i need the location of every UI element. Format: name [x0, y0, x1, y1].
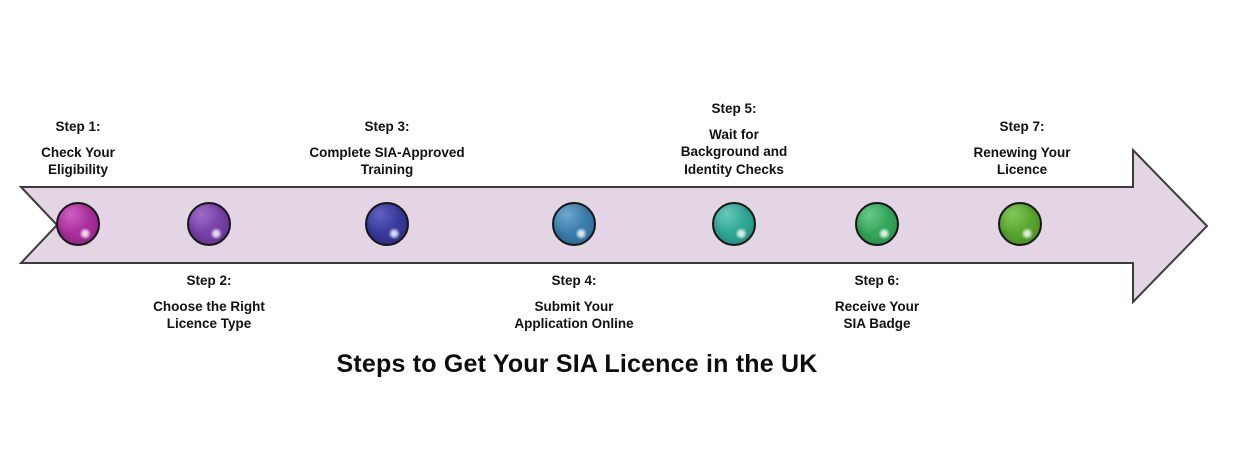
step-6-name: Receive Your SIA Badge [834, 298, 920, 332]
step-3-marker [365, 202, 409, 246]
step-2-marker [187, 202, 231, 246]
step-2-label: Step 2: Choose the Right Licence Type [109, 272, 309, 333]
step-2-number: Step 2: [186, 273, 232, 288]
step-1-marker [56, 202, 100, 246]
step-4-label: Step 4: Submit Your Application Online [474, 272, 674, 333]
step-6-marker [855, 202, 899, 246]
step-4-number: Step 4: [551, 273, 597, 288]
step-6-number: Step 6: [854, 273, 900, 288]
step-1-name: Check Your Eligibility [41, 144, 115, 178]
step-7-label: Step 7: Renewing Your Licence [922, 118, 1122, 179]
step-5-number: Step 5: [711, 101, 757, 116]
step-3-label: Step 3: Complete SIA-Approved Training [287, 118, 487, 179]
step-2-name: Choose the Right Licence Type [153, 298, 265, 332]
step-3-number: Step 3: [364, 119, 410, 134]
timeline-arrow-shape [18, 147, 1209, 305]
step-6-label: Step 6: Receive Your SIA Badge [777, 272, 977, 333]
step-1-number: Step 1: [55, 119, 101, 134]
step-5-marker [712, 202, 756, 246]
step-1-label: Step 1: Check Your Eligibility [0, 118, 178, 179]
diagram-title: Steps to Get Your SIA Licence in the UK [336, 350, 818, 378]
step-7-name: Renewing Your Licence [973, 144, 1071, 178]
step-4-marker [552, 202, 596, 246]
step-5-label: Step 5: Wait for Background and Identity… [634, 100, 834, 178]
step-7-marker [998, 202, 1042, 246]
step-7-number: Step 7: [999, 119, 1045, 134]
step-4-name: Submit Your Application Online [514, 298, 634, 332]
step-5-name: Wait for Background and Identity Checks [680, 126, 788, 177]
step-3-name: Complete SIA-Approved Training [309, 144, 465, 178]
